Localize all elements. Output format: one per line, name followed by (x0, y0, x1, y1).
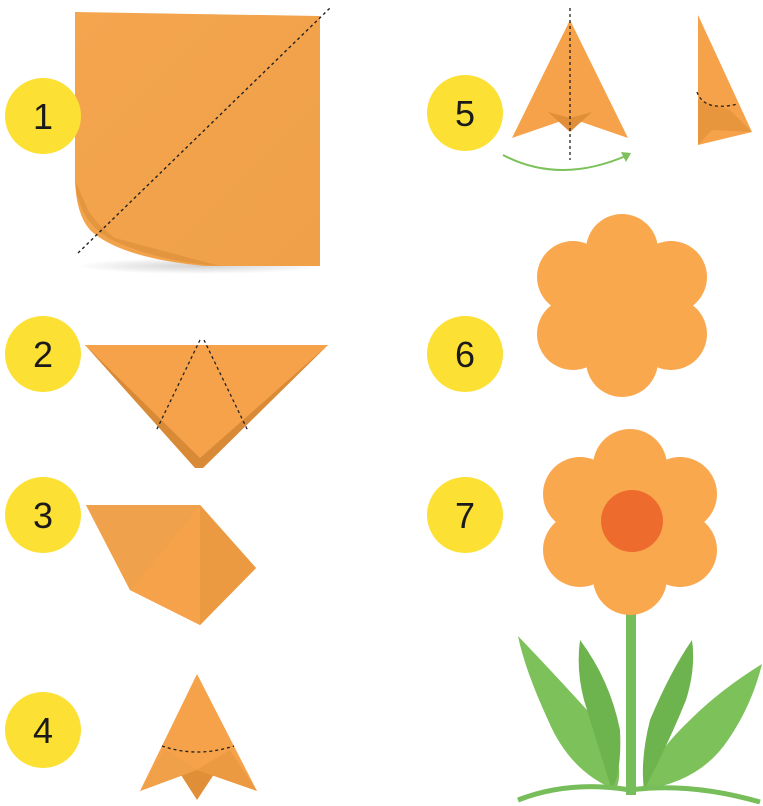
step-badge-5: 5 (427, 75, 503, 151)
step-number-3: 3 (33, 495, 53, 536)
step-5-illustration-a (503, 8, 631, 170)
step-badge-1: 1 (5, 78, 81, 154)
step-number-5: 5 (455, 93, 475, 134)
step-number-4: 4 (33, 710, 53, 751)
step-5-illustration-b (697, 15, 752, 145)
step-badge-4: 4 (5, 692, 81, 768)
step-7-illustration (518, 429, 762, 802)
step-number-7: 7 (455, 495, 475, 536)
step-number-1: 1 (33, 96, 53, 137)
stem (626, 600, 636, 795)
step-1-illustration (75, 8, 330, 274)
step-number-2: 2 (33, 334, 53, 375)
flower-center (601, 490, 663, 552)
step-3-illustration (86, 505, 256, 625)
step-badge-6: 6 (427, 316, 503, 392)
step-badge-3: 3 (5, 477, 81, 553)
step-badge-7: 7 (427, 477, 503, 553)
step-4-illustration (140, 674, 257, 800)
step-number-6: 6 (455, 334, 475, 375)
step-6-illustration (537, 214, 707, 397)
step-2-illustration (85, 340, 328, 468)
step-badge-2: 2 (5, 316, 81, 392)
